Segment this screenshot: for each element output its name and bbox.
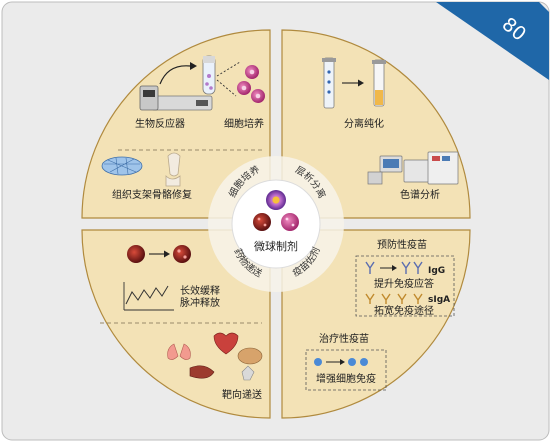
preventive-box (355, 255, 455, 317)
label-bioreactor: 生物反应器 (135, 117, 185, 130)
label-targeted-delivery: 靶向递送 (222, 388, 262, 401)
zoom-line-2 (216, 79, 237, 97)
nanoparticle-purple-icon (266, 190, 286, 210)
microsphere-red-icon (253, 213, 271, 231)
arrow-head-tube (190, 62, 197, 70)
cultured-cells-illustration (237, 65, 265, 103)
label-sustained-release: 长效缓释 (180, 284, 220, 297)
label-enhance-cellular: 增强细胞免疫 (316, 372, 376, 385)
culture-tube-illustration (202, 55, 216, 95)
center-hub: 微球制剂 (231, 179, 321, 269)
chromatography-instrument-illustration (367, 151, 459, 185)
label-boost-immune: 提升免疫应答 (374, 277, 434, 290)
release-curve-illustration (123, 282, 174, 311)
label-chromatography: 色谱分析 (400, 188, 440, 201)
purified-column-illustration (372, 59, 386, 107)
label-broaden-route: 拓宽免疫途径 (374, 304, 434, 317)
label-cell-culture: 细胞培养 (224, 117, 264, 130)
label-igg: IgG (428, 266, 445, 276)
quadrant-bottom-right (281, 229, 471, 419)
bone-joint-illustration (165, 152, 181, 187)
therapeutic-box (305, 349, 387, 391)
label-preventive-vaccine: 预防性疫苗 (377, 238, 427, 251)
microsphere-pink-icon (281, 213, 299, 231)
label-therapeutic-vaccine: 治疗性疫苗 (319, 332, 369, 345)
label-scaffold: 组织支架骨骼修复 (112, 188, 192, 201)
label-separation: 分离纯化 (344, 117, 384, 130)
center-title: 微球制剂 (254, 239, 298, 253)
bioreactor-illustration (139, 85, 213, 111)
zoom-line-1 (216, 61, 241, 77)
scaffold-illustration (101, 156, 143, 176)
column-illustration (322, 57, 336, 109)
label-pulse-release: 脉冲释放 (180, 296, 220, 309)
page-corner-tab: 80 (436, 2, 549, 80)
quadrant-bottom-left (81, 229, 271, 419)
sustained-microsphere-illustration (127, 245, 191, 263)
organs-illustration (167, 332, 263, 381)
cellular-immunity-illustration (314, 358, 368, 366)
antibody-siga-illustration (365, 293, 423, 304)
antibody-igg-illustration (365, 261, 423, 274)
separation-arrow-head (358, 79, 364, 87)
label-siga: sIgA (428, 295, 450, 305)
arrow-to-tube (159, 65, 191, 85)
